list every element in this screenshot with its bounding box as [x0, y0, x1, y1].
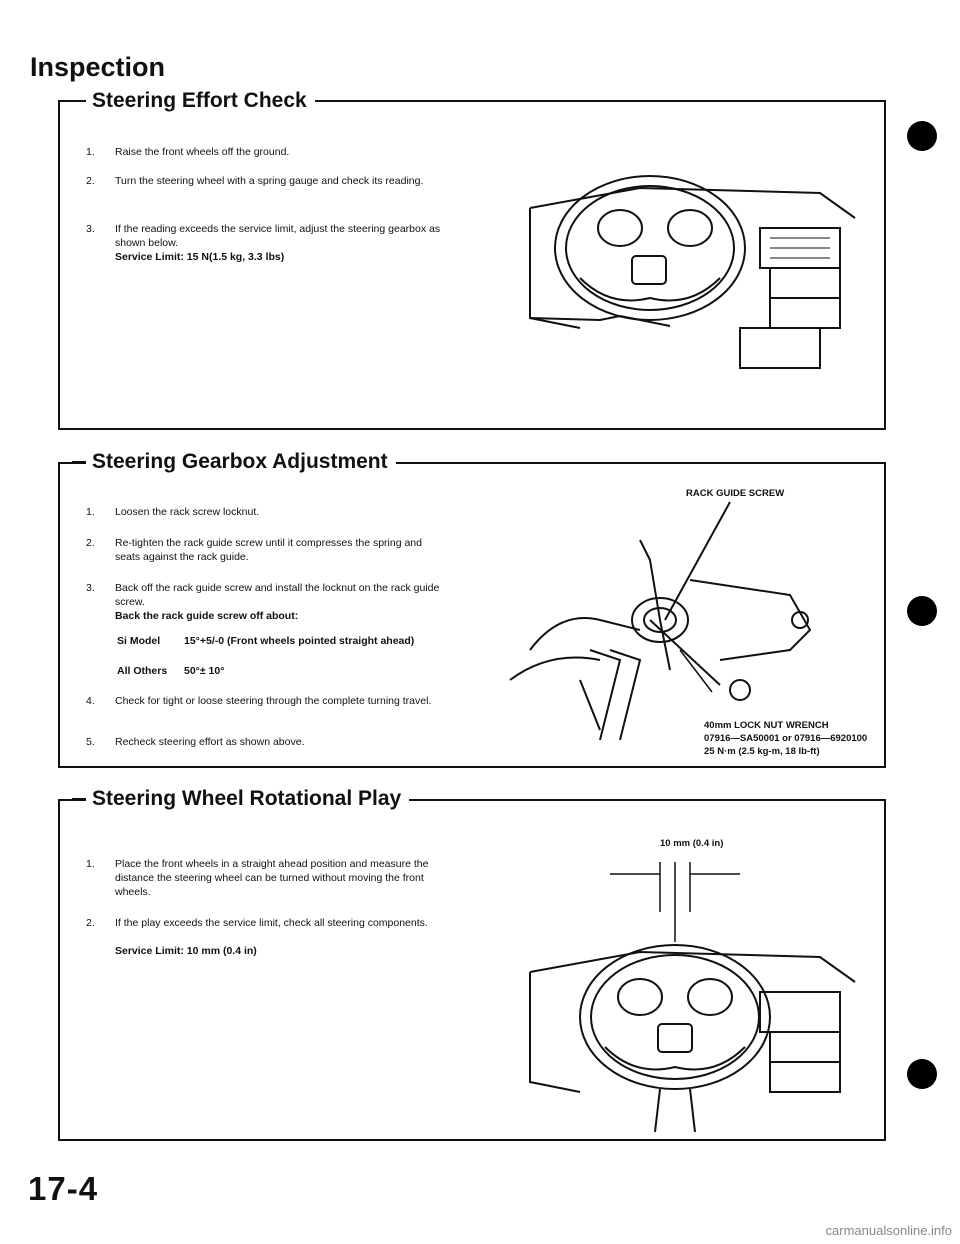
step-text: Recheck steering effort as shown above.: [115, 736, 305, 748]
section-title-steering-effort: Steering Effort Check: [72, 89, 315, 113]
step-number: 3.: [86, 223, 95, 235]
watermark: carmanualsonline.info: [825, 1223, 952, 1238]
step-number: 1.: [86, 506, 95, 518]
step-number: 1.: [86, 146, 95, 158]
step-number: 5.: [86, 736, 95, 748]
section-title-rotational-play: Steering Wheel Rotational Play: [71, 787, 410, 811]
step-text: Back off the rack guide screw and instal…: [115, 582, 440, 608]
section-gearbox-adjustment: [58, 462, 886, 768]
step-text: Re-tighten the rack guide screw until it…: [115, 537, 422, 563]
step-number: 3.: [86, 582, 95, 594]
step-text: If the play exceeds the service limit, c…: [115, 917, 428, 929]
section-title-gearbox-adjustment: Steering Gearbox Adjustment: [72, 450, 396, 474]
play-service-limit: Service Limit: 10 mm (0.4 in): [115, 945, 257, 957]
step-number: 2.: [86, 917, 95, 929]
spec-row-si-value: 15°+5/-0 (Front wheels pointed straight …: [184, 635, 415, 647]
spec-row-others-value: 50°± 10°: [184, 665, 225, 677]
page-number: 17-4: [28, 1170, 99, 1207]
step-number: 2.: [86, 537, 95, 549]
callout-rack-guide-screw: RACK GUIDE SCREW: [686, 488, 785, 499]
margin-bullet: [907, 1059, 937, 1089]
step-text: Check for tight or loose steering throug…: [115, 695, 432, 707]
margin-bullet: [907, 121, 937, 151]
section-rotational-play: [58, 799, 886, 1141]
margin-bullet: [907, 596, 937, 626]
page-title: Inspection: [30, 52, 166, 82]
gearbox-wrench-illustration: [490, 500, 850, 740]
callout-wrench-line2: 07916—SA50001 or 07916—6920100: [704, 733, 868, 744]
step-text: Turn the steering wheel with a spring ga…: [115, 175, 424, 187]
steering-wheel-spring-gauge-illustration: [520, 148, 860, 378]
step-text: Place the front wheels in a straight ahe…: [115, 858, 429, 898]
gearbox-back-off-spec: Back the rack guide screw off about:: [115, 610, 299, 622]
step-text: If the reading exceeds the service limit…: [115, 223, 441, 249]
callout-play-dimension: 10 mm (0.4 in): [660, 838, 724, 849]
section-steering-effort: [58, 100, 886, 430]
callout-wrench-line3: 25 N·m (2.5 kg-m, 18 lb-ft): [704, 746, 820, 757]
step-number: 4.: [86, 695, 95, 707]
steering-wheel-play-illustration: [520, 852, 860, 1132]
spec-row-others-label: All Others: [117, 665, 168, 677]
step-text: Raise the front wheels off the ground.: [115, 146, 290, 158]
callout-wrench-line1: 40mm LOCK NUT WRENCH: [704, 720, 829, 731]
step-number: 2.: [86, 175, 95, 187]
spec-row-si-label: Si Model: [117, 635, 161, 647]
step-number: 1.: [86, 858, 95, 870]
step-text: Loosen the rack screw locknut.: [115, 506, 260, 518]
effort-service-limit: Service Limit: 15 N(1.5 kg, 3.3 lbs): [115, 251, 285, 263]
